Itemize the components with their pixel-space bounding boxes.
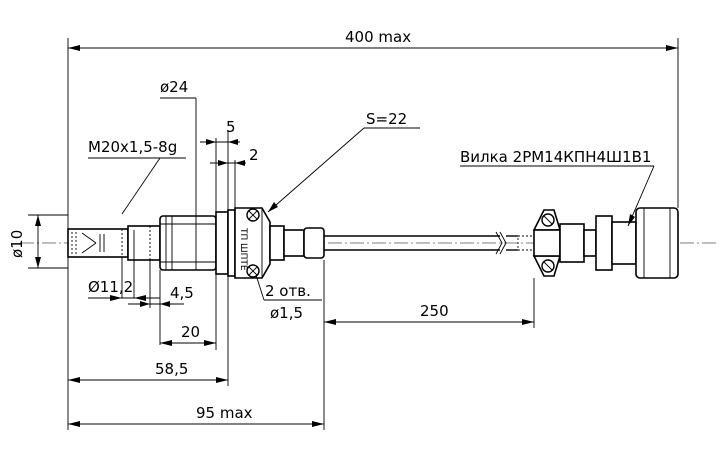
connector-label: Вилка 2РМ14КПН4Ш1В1 — [460, 148, 651, 166]
dim-overall-length: 400 max — [67, 28, 679, 229]
cable — [324, 231, 535, 255]
dim-thread-relief: 4,5 — [128, 260, 194, 345]
connector-screw-bottom-icon — [541, 259, 555, 273]
dim-thread: M20x1,5-8g — [88, 138, 186, 215]
dim-holes: 2 отв. ø1,5 — [255, 274, 322, 322]
flange-width-label: 5 — [226, 118, 236, 136]
cable-gland — [269, 225, 325, 261]
dim-housing-length: 95 max — [68, 404, 324, 427]
wrench-size-label: S=22 — [366, 110, 407, 128]
probe-diameter-label: ø10 — [8, 230, 26, 258]
thread-sleeve — [127, 225, 161, 261]
thread-length-label: 20 — [181, 323, 200, 341]
dim-thread-length: 20 — [160, 274, 217, 350]
housing-length-label: 95 max — [196, 404, 253, 422]
body-diameter-label: ø24 — [160, 78, 188, 96]
cable-length-label: 250 — [420, 302, 449, 320]
hole-diameter-label: ø1,5 — [270, 304, 303, 322]
dim-wrench-size: S=22 — [267, 110, 420, 213]
dim-connector: Вилка 2РМ14КПН4Ш1В1 — [460, 148, 655, 227]
dim-cable-length: 250 — [323, 260, 535, 430]
nameplate-label: ТП — [238, 227, 248, 240]
connector-plug — [532, 207, 679, 279]
overall-length-label: 400 max — [345, 28, 411, 46]
dim-inner-diameter: Ø11,2 — [88, 256, 160, 301]
holes-count-label: 2 отв. — [265, 282, 311, 300]
dim-probe-diameter: ø10 — [8, 214, 68, 269]
dim-body-diameter: ø24 — [160, 78, 197, 216]
dim-flange-width: 5 2 — [200, 118, 259, 212]
inner-diameter-label: Ø11,2 — [88, 278, 133, 296]
screw-bottom-icon — [246, 264, 260, 278]
thread-relief-label: 4,5 — [170, 284, 194, 302]
flange — [215, 209, 236, 277]
gap-label: 2 — [249, 146, 259, 164]
nameplate-sub-label: ШПТЕ — [238, 243, 248, 271]
probe-tip — [67, 228, 129, 258]
thread-label: M20x1,5-8g — [88, 138, 177, 156]
dim-mount-length: 58,5 — [67, 257, 229, 430]
connector-screw-top-icon — [541, 213, 555, 227]
hex-head: ТП ШПТЕ — [234, 207, 271, 279]
threaded-body — [159, 215, 217, 271]
mount-length-label: 58,5 — [155, 360, 188, 378]
screw-top-icon — [246, 208, 260, 222]
